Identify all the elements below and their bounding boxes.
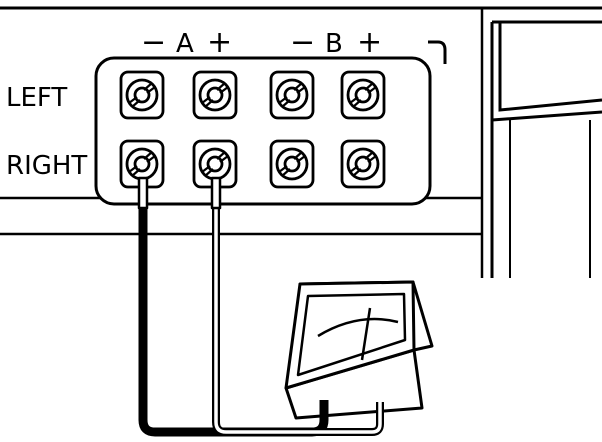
column-labels: − A + − B + — [141, 25, 382, 60]
terminal-right-b-plus[interactable] — [340, 139, 386, 189]
row-right-label: RIGHT — [6, 151, 87, 181]
row-left-label: LEFT — [6, 83, 67, 113]
terminal-left-a-minus[interactable] — [119, 70, 165, 120]
column-bracket — [428, 40, 447, 64]
column-a-minus-label: − — [141, 25, 166, 60]
terminal-left-b-minus[interactable] — [269, 70, 315, 120]
column-a-label: A — [176, 29, 194, 59]
positive-test-lead — [214, 180, 382, 434]
terminal-right-b-minus[interactable] — [269, 139, 315, 189]
analog-meter-icon — [284, 280, 434, 420]
column-a-plus-label: + — [207, 25, 232, 60]
column-b-label: B — [325, 29, 343, 59]
column-b-plus-label: + — [357, 25, 382, 60]
chassis-handle — [490, 20, 602, 278]
column-b-minus-label: − — [290, 25, 315, 60]
test-leads — [137, 176, 384, 437]
terminal-left-a-plus[interactable] — [192, 70, 238, 120]
terminal-left-b-plus[interactable] — [340, 70, 386, 120]
